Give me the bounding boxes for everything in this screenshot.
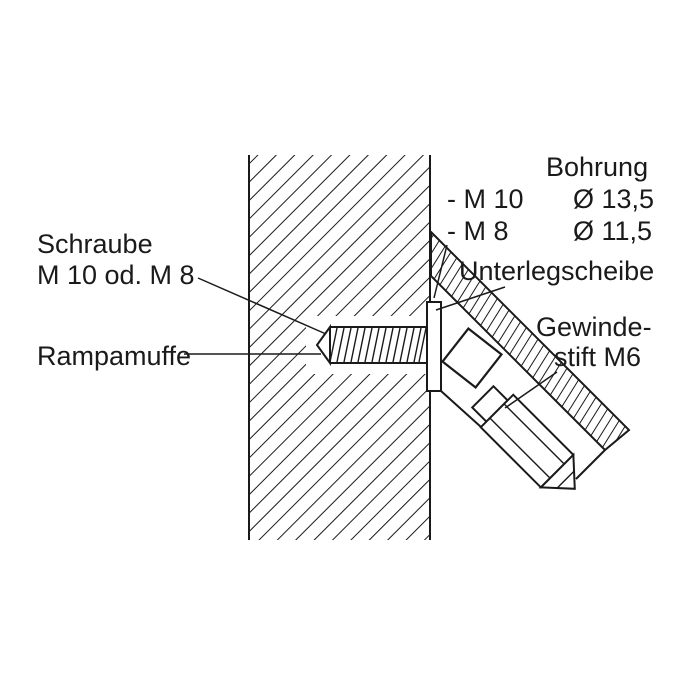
bracket-bottom-edge xyxy=(440,390,482,428)
screw xyxy=(315,323,427,367)
set-screw-label-line2: stift M6 xyxy=(554,342,641,372)
labels: Bohrung - M 10 Ø 13,5 - M 8 Ø 11,5 Schra… xyxy=(37,152,654,372)
insert-label: Rampamuffe xyxy=(37,341,191,371)
bore-row-m8-diameter: Ø 11,5 xyxy=(573,216,652,246)
bore-heading: Bohrung xyxy=(546,152,648,182)
leader-screw xyxy=(197,277,327,335)
screw-shaft-edges xyxy=(330,326,427,364)
set-screw-flats xyxy=(489,403,575,489)
bore-row-m10-diameter: Ø 13,5 xyxy=(573,184,654,214)
bore-row-m8-thread: - M 8 xyxy=(447,216,509,246)
bracket-end-edge xyxy=(575,449,606,480)
set-screw-label-line1: Gewinde- xyxy=(536,312,652,342)
leader-washer xyxy=(435,286,506,311)
square-hole xyxy=(440,326,504,390)
screw-tip xyxy=(315,323,331,367)
leader-lines xyxy=(184,244,558,409)
bracket-body xyxy=(430,229,631,480)
leader-set-screw xyxy=(504,371,558,409)
washer-label: Unterlegscheibe xyxy=(459,256,654,286)
washer xyxy=(426,301,442,392)
wall-section xyxy=(248,155,431,540)
set-screw xyxy=(470,384,576,490)
bore-row-m10-thread: - M 10 xyxy=(447,184,524,214)
screw-threads xyxy=(329,327,427,363)
screw-label-line2: M 10 od. M 8 xyxy=(37,260,195,290)
leader-bore xyxy=(433,244,448,299)
square-hole-outline xyxy=(440,326,504,390)
screw-label-line1: Schraube xyxy=(37,229,153,259)
